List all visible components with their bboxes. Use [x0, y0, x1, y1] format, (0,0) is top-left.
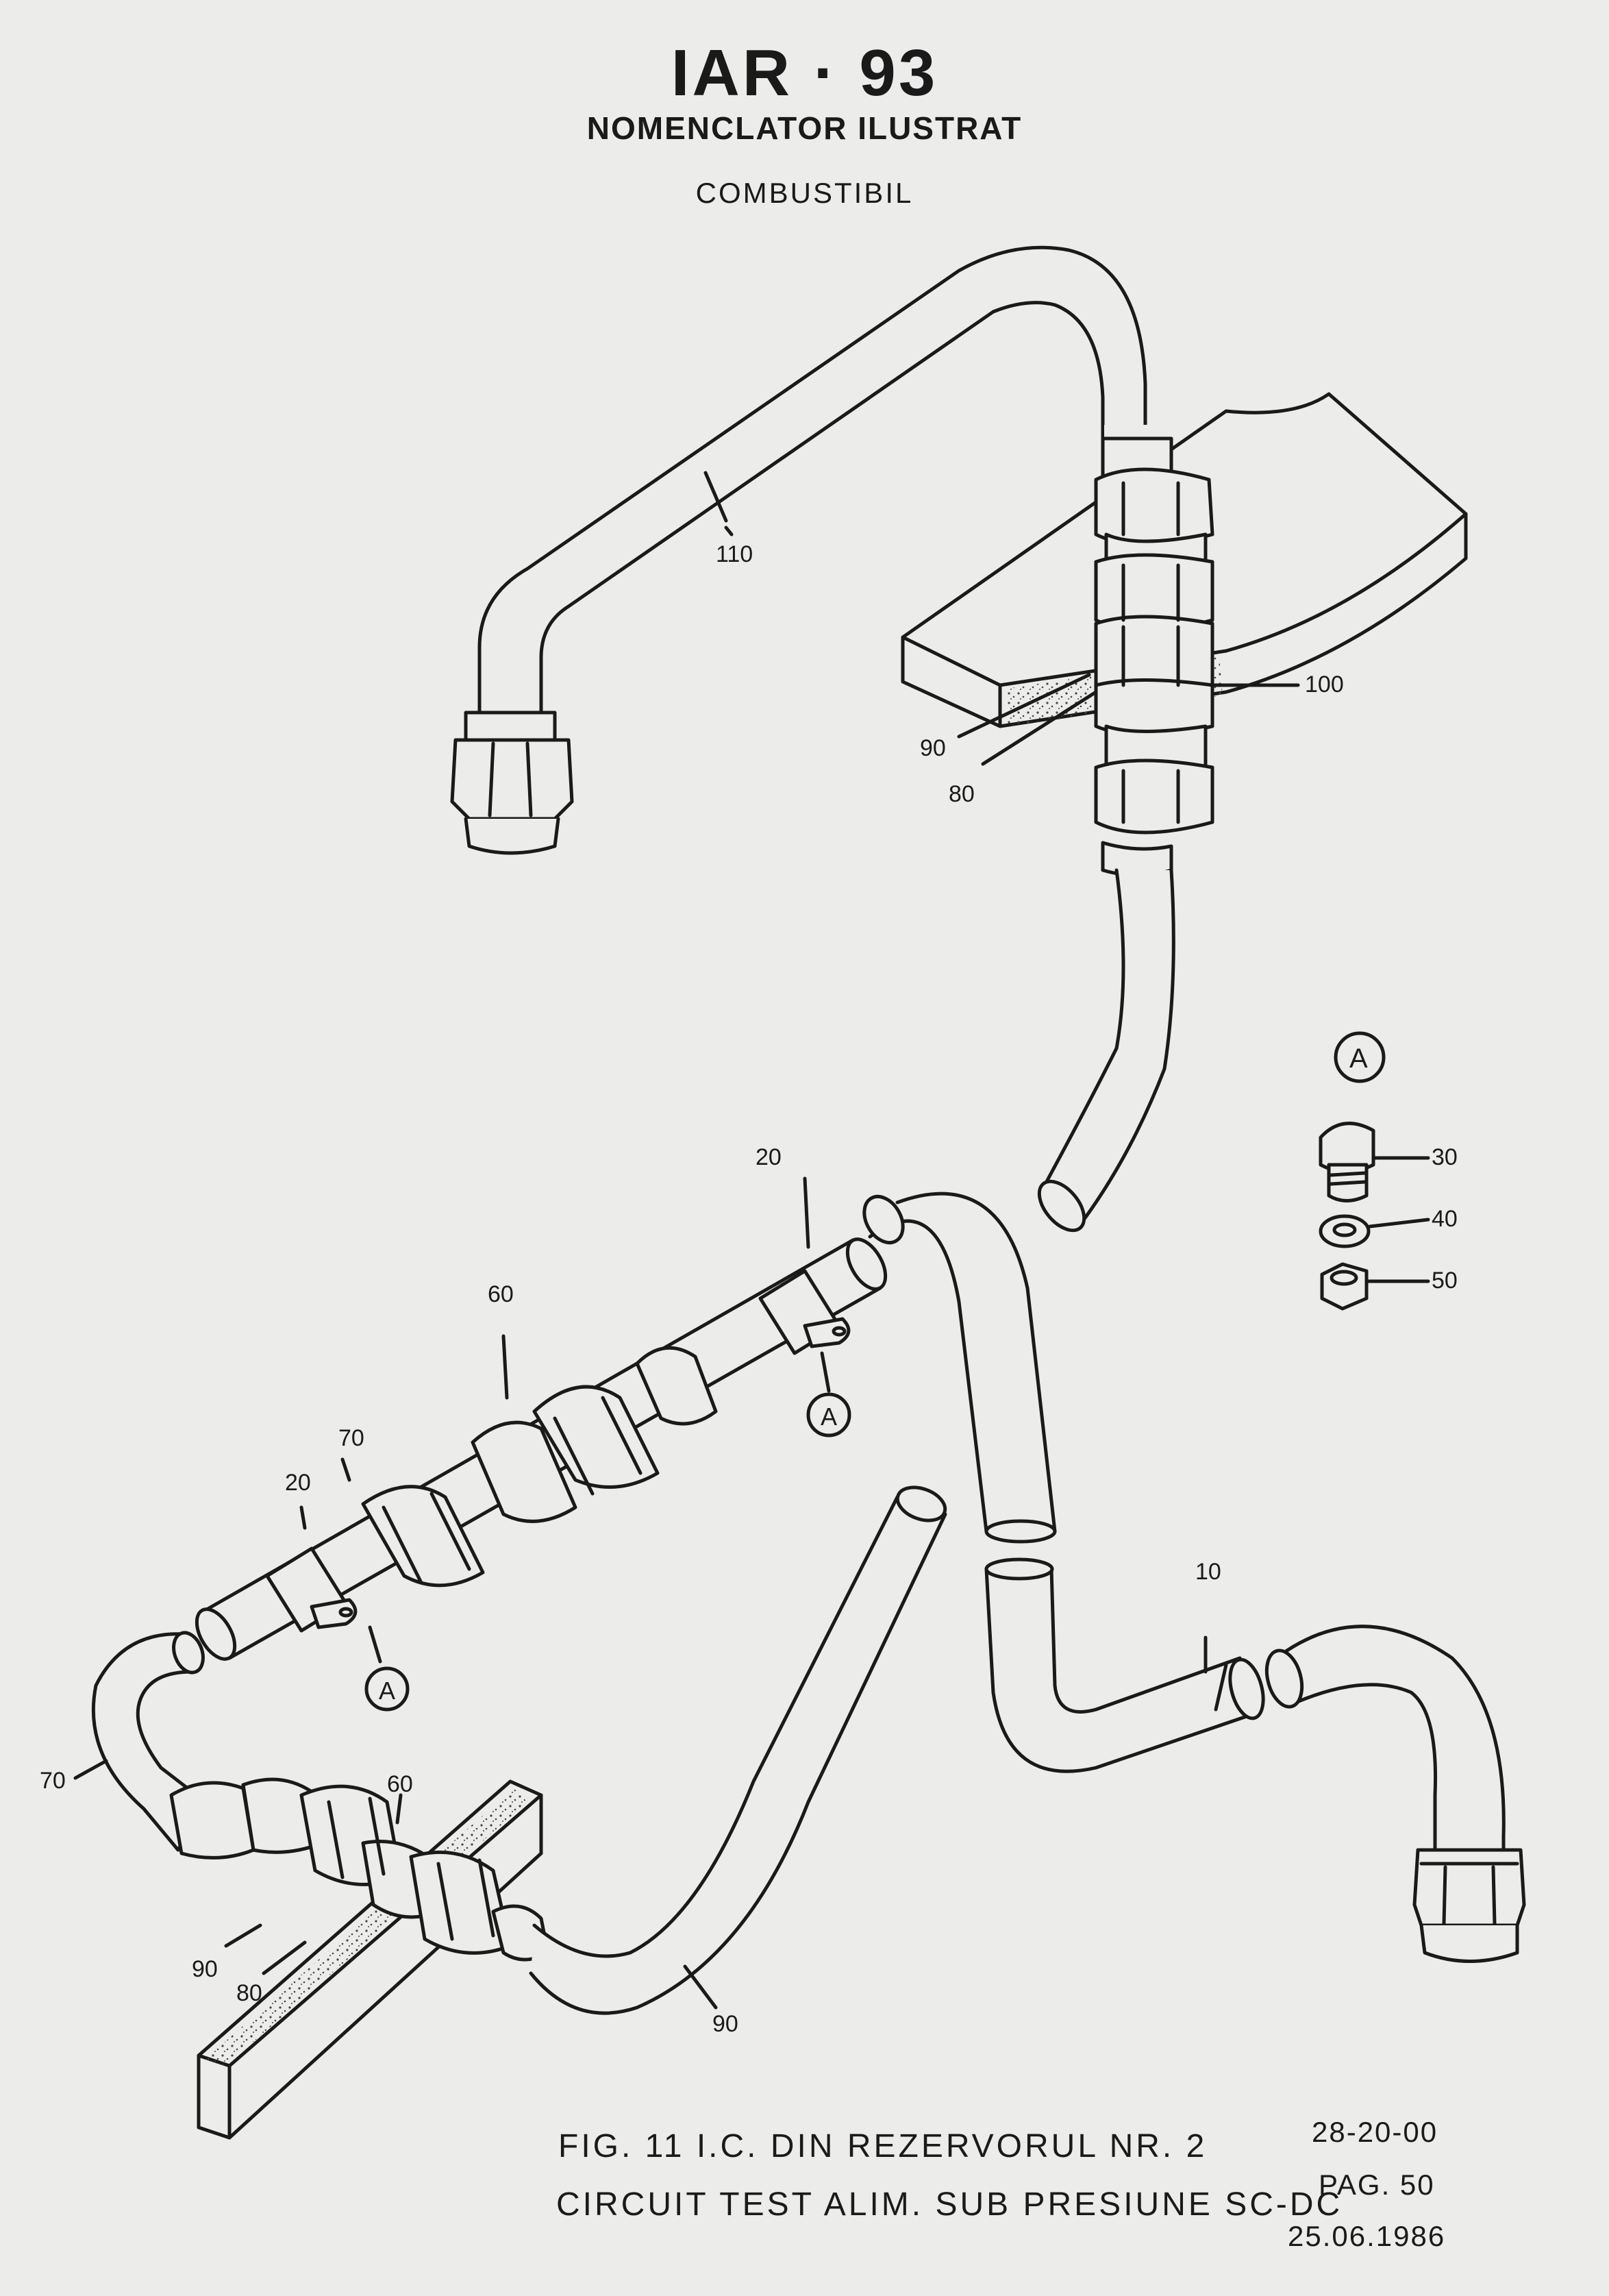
- callout-90-bottom: 90: [712, 2011, 738, 2037]
- callout-100: 100: [1305, 671, 1344, 698]
- tube-upper-drop: [1037, 868, 1175, 1233]
- leader-lines: [73, 526, 1300, 2010]
- lower-loop-tube: [91, 1485, 947, 2015]
- callout-80-low: 80: [236, 1980, 262, 2006]
- page-number: PAG. 50: [1319, 2169, 1435, 2201]
- figure-caption-line2: CIRCUIT TEST ALIM. SUB PRESIUNE SC-DC: [556, 2186, 1343, 2223]
- callout-20-right: 20: [756, 1144, 782, 1170]
- callout-110: 110: [716, 541, 753, 567]
- callout-90-low: 90: [192, 1956, 218, 1982]
- lower-right-tube: [1264, 1625, 1526, 1963]
- callout-40: 40: [1432, 1206, 1458, 1232]
- tube-10: [984, 1557, 1265, 1773]
- callout-90-top: 90: [920, 735, 946, 761]
- detail-a-hardware: [1319, 1031, 1430, 1311]
- diagonal-fitting-assembly: [195, 1237, 888, 1664]
- callout-60-low: 60: [387, 1771, 413, 1797]
- callout-70-left: 70: [40, 1768, 66, 1794]
- detail-a-label: A: [1349, 1044, 1368, 1074]
- callout-30: 30: [1432, 1144, 1458, 1170]
- chapter-reference: 28-20-00: [1312, 2116, 1438, 2148]
- callout-10: 10: [1195, 1559, 1221, 1585]
- callout-60-mid: 60: [488, 1281, 514, 1307]
- callout-20-left: 20: [285, 1470, 311, 1496]
- reference-a-left: A: [379, 1677, 395, 1705]
- figure-caption-line1: FIG. 11 I.C. DIN REZERVORUL NR. 2: [558, 2128, 1208, 2164]
- callout-70-mid: 70: [338, 1425, 364, 1451]
- reference-a-right: A: [821, 1403, 837, 1431]
- revision-date: 25.06.1986: [1288, 2220, 1446, 2252]
- section-title: COMBUSTIBIL: [695, 177, 914, 209]
- callout-80-top: 80: [949, 781, 975, 807]
- document-subtitle: NOMENCLATOR ILUSTRAT: [586, 110, 1023, 146]
- document-title: IAR · 93: [671, 36, 938, 110]
- fitting-left-110: [450, 711, 574, 855]
- tube-110: [477, 245, 1147, 742]
- callout-labels: 110 100 90 80 A 30 40 50 20 60 70 20 A A…: [40, 541, 1458, 2037]
- callout-50: 50: [1432, 1268, 1458, 1294]
- upper-fitting-stack: [1094, 425, 1214, 877]
- middle-vertical-tube: [862, 1192, 1057, 1544]
